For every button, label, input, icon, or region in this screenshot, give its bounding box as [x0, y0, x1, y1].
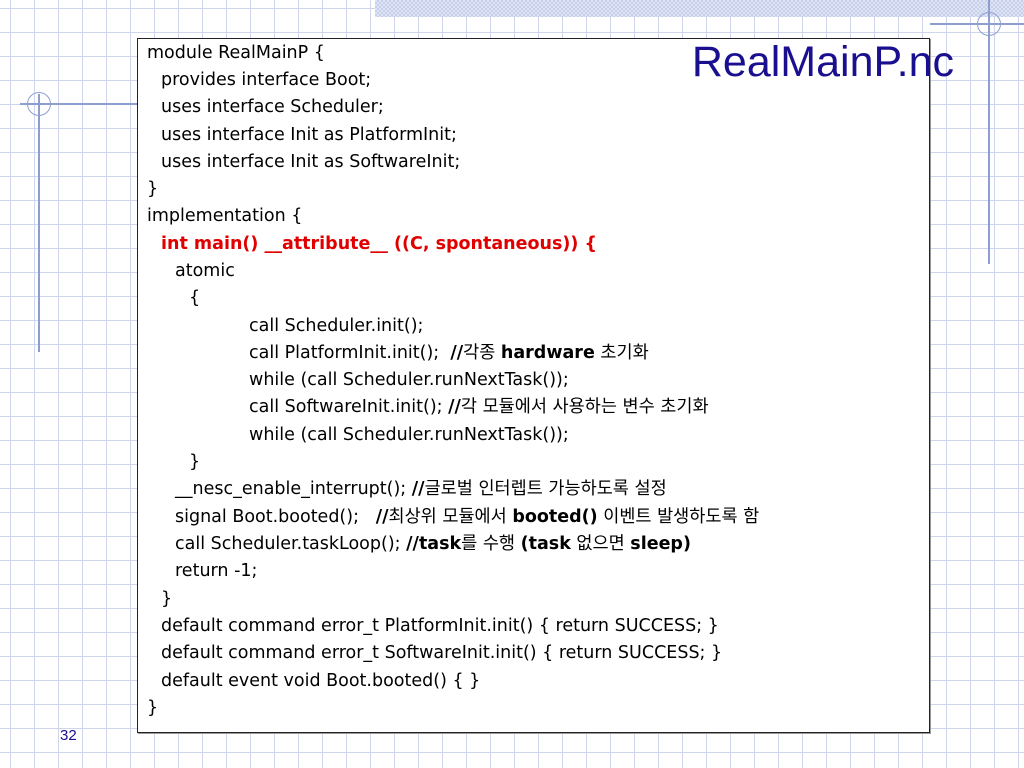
code-line: }: [189, 452, 201, 472]
comment-marker: //: [375, 507, 389, 527]
code-line: while (call Scheduler.runNextTask());: [249, 370, 569, 390]
code-text: call SoftwareInit.init();: [249, 397, 443, 417]
main-function-line: int main() __attribute__ ((C, spontaneou…: [161, 234, 597, 254]
code-line: call Scheduler.init();: [249, 316, 424, 336]
comment-keyword: hardware: [500, 343, 595, 363]
code-line: module RealMainP {: [147, 43, 325, 63]
code-line: implementation {: [147, 206, 303, 226]
code-line: {: [189, 288, 201, 308]
code-line: atomic: [175, 261, 235, 281]
code-line: provides interface Boot;: [161, 70, 372, 90]
code-line: default event void Boot.booted() { }: [161, 671, 481, 691]
left-horizontal-line: [20, 103, 138, 105]
comment-marker: //: [406, 534, 419, 554]
code-box: [137, 38, 930, 733]
left-vertical-line: [38, 94, 40, 352]
comment-text: 각 모듈에서 사용하는 변수 초기화: [460, 397, 709, 417]
code-text: call PlatformInit.init();: [249, 343, 440, 363]
comment-text: 글로벌 인터렙트 가능하도록 설정: [424, 479, 667, 499]
code-line-software-init: call SoftwareInit.init(); //각 모듈에서 사용하는 …: [249, 398, 709, 416]
comment-text: 각종: [463, 343, 501, 363]
comment-keyword: booted(): [512, 507, 598, 527]
code-line: while (call Scheduler.runNextTask());: [249, 425, 569, 445]
code-line-enable-interrupt: __nesc_enable_interrupt(); //글로벌 인터렙트 가능…: [175, 480, 667, 498]
comment-marker: //: [448, 397, 461, 417]
code-line: }: [161, 589, 173, 609]
comment-text: 최상위 모듈에서: [388, 507, 513, 527]
comment-text: 초기화: [594, 343, 649, 363]
code-line: }: [147, 179, 159, 199]
code-line: }: [147, 698, 159, 718]
code-line-platform-init: call PlatformInit.init(); //각종 hardware …: [249, 344, 649, 362]
code-line: return -1;: [175, 561, 258, 581]
right-circle-decoration: [977, 12, 1001, 36]
code-text: call Scheduler.taskLoop();: [175, 534, 401, 554]
code-line: default command error_t SoftwareInit.ini…: [161, 643, 723, 663]
code-line-boot-booted: signal Boot.booted(); //최상위 모듈에서 booted(…: [175, 508, 759, 526]
code-line-task-loop: call Scheduler.taskLoop(); //task를 수행 (t…: [175, 535, 691, 553]
code-line: uses interface Init as SoftwareInit;: [161, 152, 461, 172]
comment-keyword: sleep): [630, 534, 691, 554]
code-line: uses interface Init as PlatformInit;: [161, 125, 457, 145]
comment-marker: //: [411, 479, 425, 499]
slide-title: RealMainP.nc: [691, 38, 954, 86]
comment-text: 이벤트 발생하도록 함: [597, 507, 760, 527]
top-decorative-band: [375, 0, 1024, 17]
right-vertical-line: [988, 0, 990, 264]
comment-text: 를 수행: [461, 534, 521, 554]
code-text: __nesc_enable_interrupt();: [175, 479, 407, 499]
left-circle-decoration: [27, 92, 51, 116]
code-line: default command error_t PlatformInit.ini…: [161, 616, 719, 636]
comment-keyword: task: [418, 534, 462, 554]
page-number: 32: [60, 727, 77, 744]
comment-marker: //: [450, 343, 464, 363]
comment-keyword: (task: [520, 534, 571, 554]
code-line: uses interface Scheduler;: [161, 97, 384, 117]
comment-text: 없으면: [570, 534, 631, 554]
code-text: signal Boot.booted();: [175, 507, 359, 527]
